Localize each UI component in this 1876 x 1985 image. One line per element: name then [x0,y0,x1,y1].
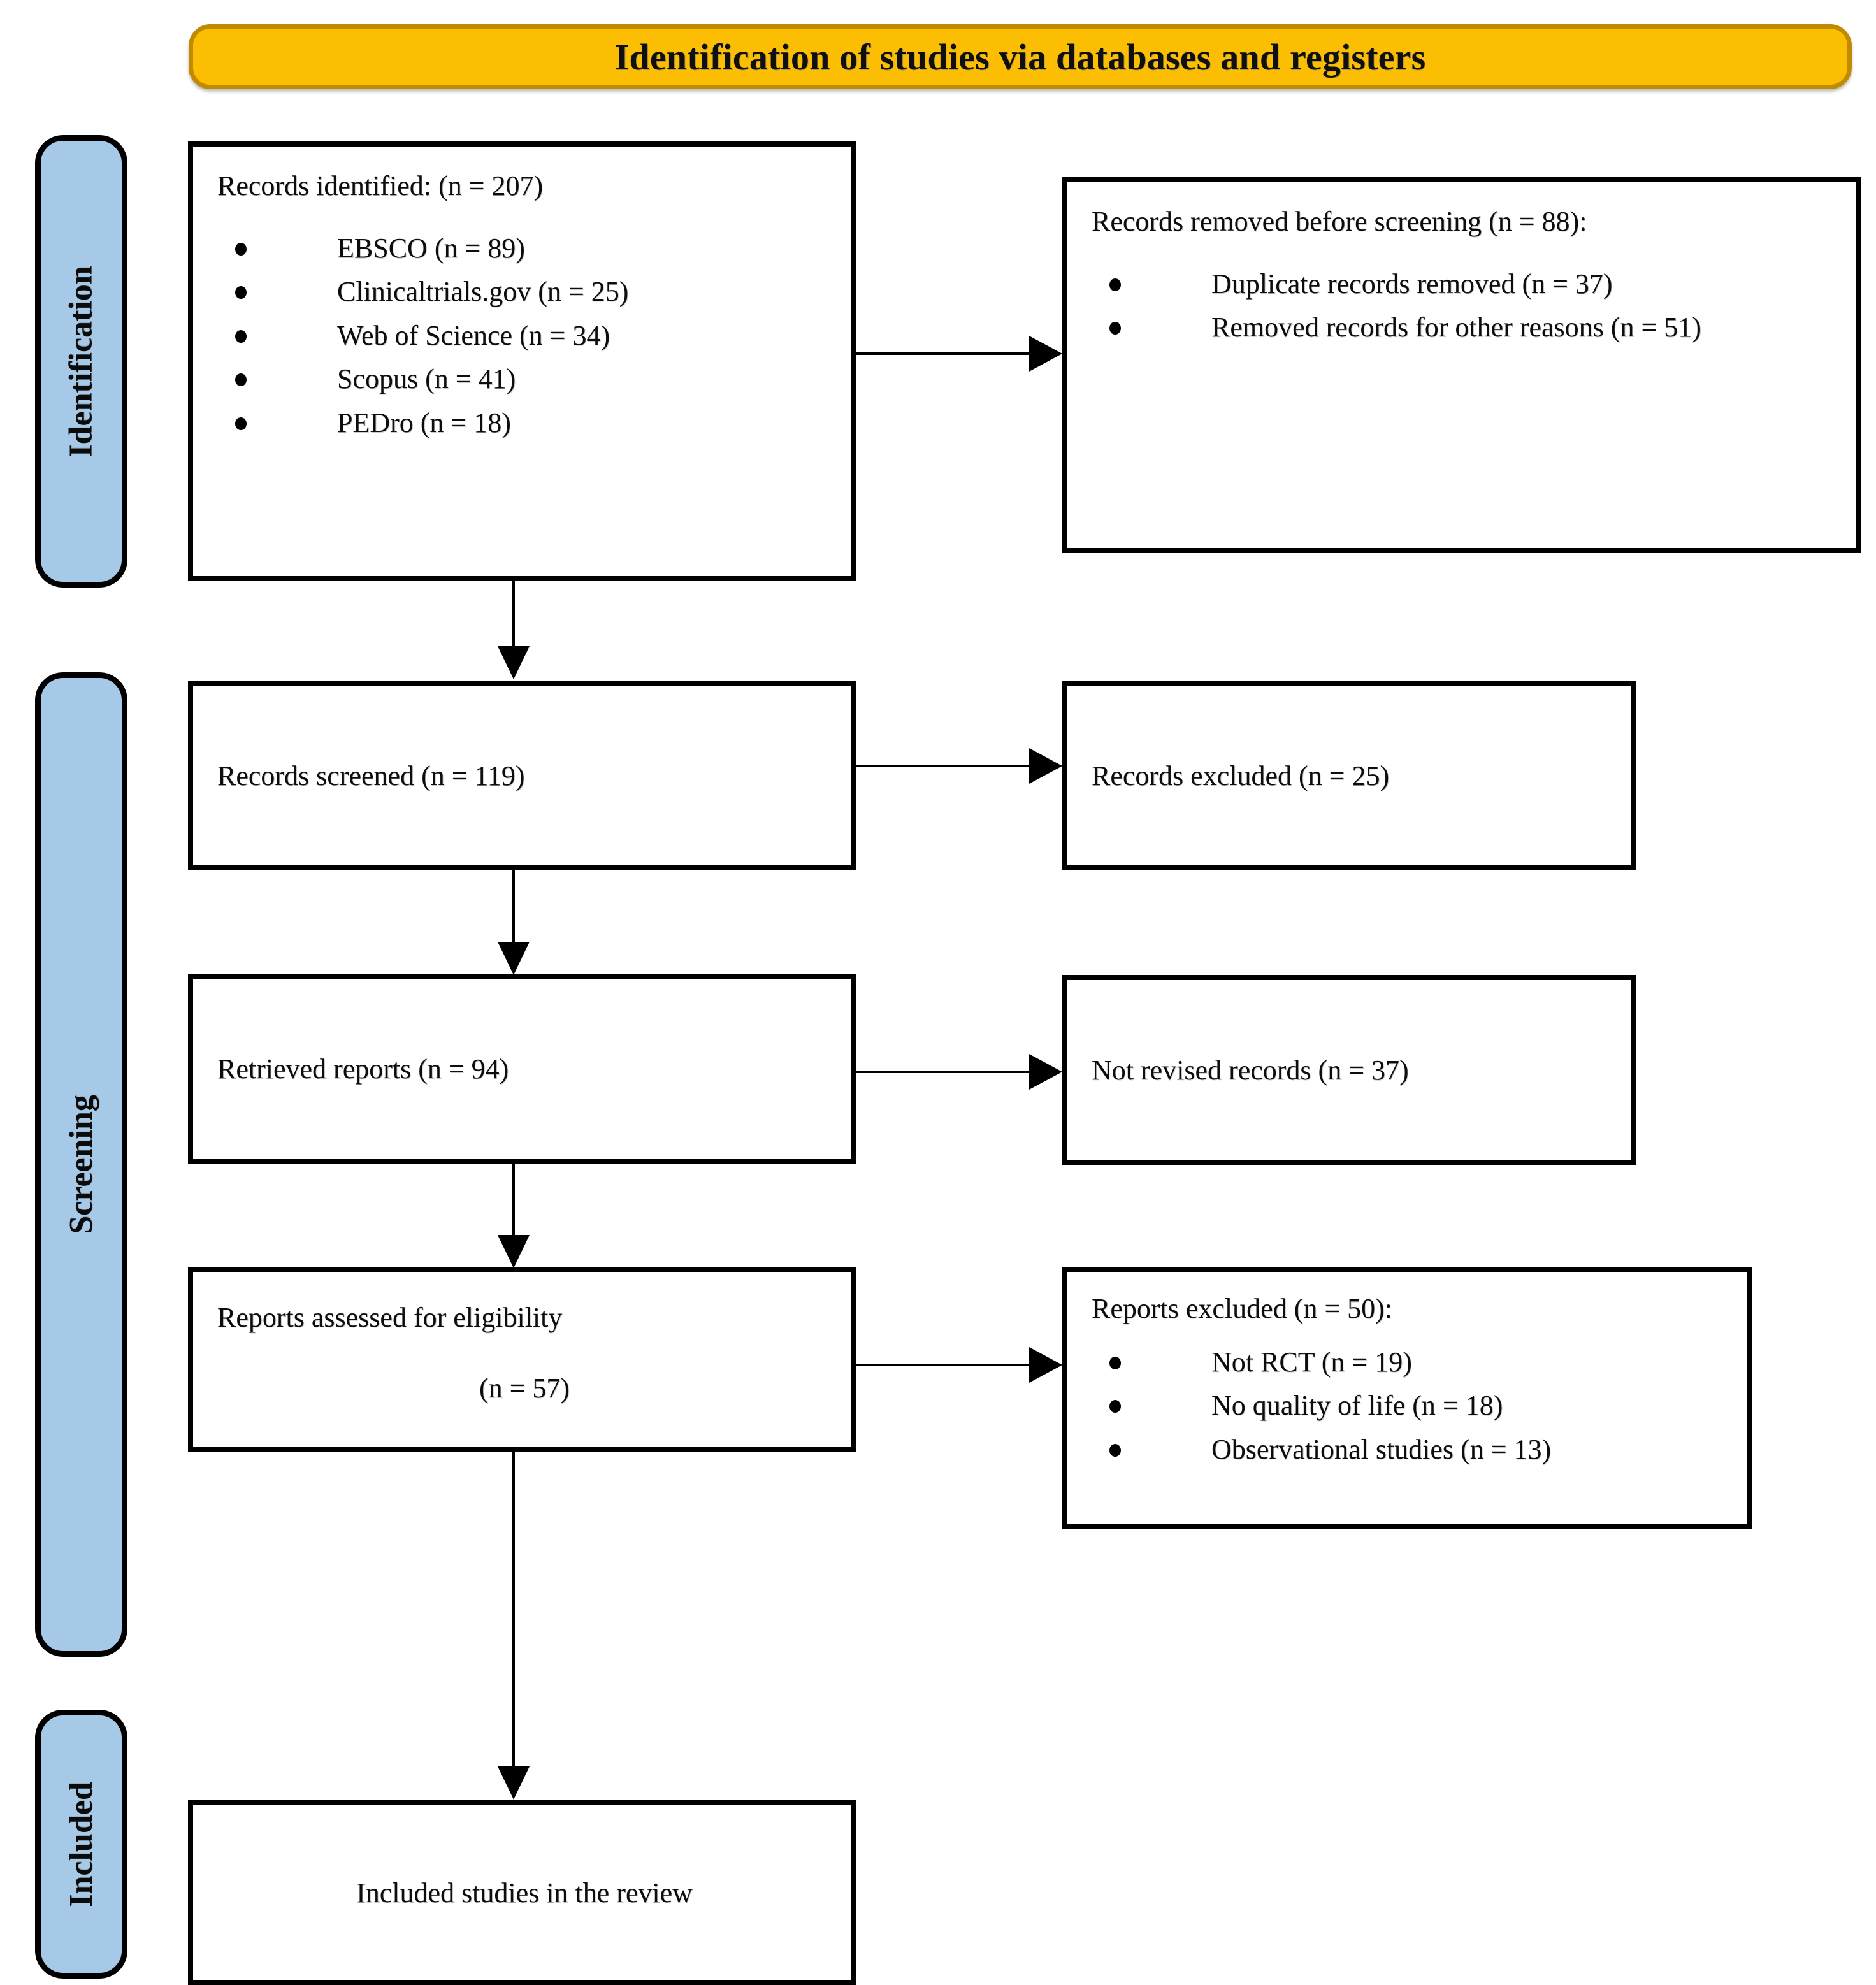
bullet-icon [235,329,247,343]
connector-line [512,1164,515,1239]
included-studies-title: Included studies in the review [356,1877,693,1909]
connector-line [512,581,515,650]
list-item-label: PEDro (n = 18) [337,407,511,438]
bullet-icon [1109,1443,1121,1457]
list-item-label: Scopus (n = 41) [337,363,516,395]
connector-line [856,765,1029,767]
box-records-identified: Records identified: (n = 207) EBSCO (n =… [188,141,856,581]
reports-excluded-list: Not RCT (n = 19) No quality of life (n =… [1092,1343,1728,1469]
list-item: Clinicaltrials.gov (n = 25) [217,272,832,312]
connector-line [856,1364,1029,1366]
arrow-head-icon [1029,336,1062,372]
bullet-icon [235,373,247,387]
connector-line [856,352,1029,355]
bullet-icon [1109,1357,1121,1369]
list-item-label: Duplicate records removed (n = 37) [1211,268,1613,300]
box-retrieved-reports: Retrieved reports (n = 94) [188,974,856,1164]
list-item-label: Web of Science (n = 34) [337,319,610,351]
list-item-label: No quality of life (n = 18) [1211,1390,1503,1422]
arrow-head-icon [498,1235,530,1268]
stage-pill-screening: Screening [35,672,127,1657]
arrow-head-icon [1029,1054,1062,1090]
box-reports-excluded: Reports excluded (n = 50): Not RCT (n = … [1062,1267,1752,1529]
box-records-removed: Records removed before screening (n = 88… [1062,177,1861,553]
list-item-label: Clinicaltrials.gov (n = 25) [337,276,629,308]
reports-excluded-title: Reports excluded (n = 50): [1092,1293,1393,1324]
stage-label-identification: Identification [63,265,100,458]
list-item: PEDro (n = 18) [217,403,832,443]
records-removed-list: Duplicate records removed (n = 37) Remov… [1092,264,1836,348]
connector-line [512,1452,515,1770]
stage-label-screening: Screening [63,1095,99,1234]
list-item-label: Removed records for other reasons (n = 5… [1211,312,1701,343]
arrow-head-icon [1029,748,1062,784]
list-item: Observational studies (n = 13) [1092,1430,1728,1469]
box-not-revised-records: Not revised records (n = 37) [1062,975,1636,1165]
bullet-icon [1109,322,1121,335]
bullet-icon [1109,1400,1121,1413]
retrieved-reports-title: Retrieved reports (n = 94) [217,1053,509,1085]
connector-line [512,870,515,946]
list-item: No quality of life (n = 18) [1092,1386,1728,1426]
box-records-excluded: Records excluded (n = 25) [1062,681,1636,870]
stage-pill-identification: Identification [35,135,127,588]
bullet-icon [1109,278,1121,291]
bullet-icon [235,417,247,430]
arrow-head-icon [498,942,530,975]
list-item: Duplicate records removed (n = 37) [1092,264,1836,304]
list-item: Not RCT (n = 19) [1092,1343,1728,1382]
arrow-head-icon [498,1766,530,1800]
records-removed-title: Records removed before screening (n = 88… [1092,206,1587,237]
connector-line [856,1071,1029,1073]
not-revised-records-title: Not revised records (n = 37) [1092,1054,1409,1086]
list-item: Removed records for other reasons (n = 5… [1092,308,1836,347]
arrow-head-icon [498,646,530,679]
records-screened-title: Records screened (n = 119) [217,760,525,791]
box-included-studies: Included studies in the review [188,1800,856,1985]
list-item: Scopus (n = 41) [217,359,832,399]
arrow-head-icon [1029,1347,1062,1383]
records-identified-title: Records identified: (n = 207) [217,170,544,201]
records-identified-list: EBSCO (n = 89) Clinicaltrials.gov (n = 2… [217,229,832,443]
bullet-icon [235,286,247,300]
stage-pill-included: Included [35,1710,127,1979]
box-reports-assessed: Reports assessed for eligibility (n = 57… [188,1267,856,1452]
stage-label-included: Included [63,1781,99,1907]
list-item: Web of Science (n = 34) [217,316,832,356]
diagram-header-banner: Identification of studies via databases … [189,24,1852,89]
list-item-label: Not RCT (n = 19) [1211,1346,1412,1378]
reports-assessed-title: Reports assessed for eligibility [217,1302,563,1333]
list-item-label: EBSCO (n = 89) [337,233,525,264]
bullet-icon [235,243,247,256]
records-excluded-title: Records excluded (n = 25) [1092,760,1390,791]
page-title: Identification of studies via databases … [614,36,1426,78]
reports-assessed-count: (n = 57) [479,1373,570,1404]
box-records-screened: Records screened (n = 119) [188,681,856,870]
list-item-label: Observational studies (n = 13) [1211,1433,1552,1465]
list-item: EBSCO (n = 89) [217,229,832,268]
